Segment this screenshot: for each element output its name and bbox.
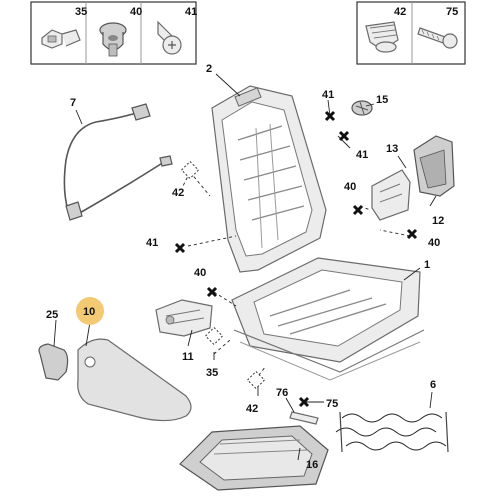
header-box-left: 35 40 41 (30, 1, 197, 65)
label-part-13: 13 (386, 143, 398, 155)
label-part-16: 16 (306, 459, 318, 471)
part-labels: 2 7 41 15 41 13 42 40 12 41 40 1 40 25 1… (46, 63, 444, 471)
header-label-42: 42 (394, 6, 406, 18)
label-part-76: 76 (276, 387, 288, 399)
seat-back-frame (211, 85, 327, 273)
label-part-7: 7 (70, 97, 76, 109)
wire-harness (63, 103, 173, 221)
label-part-42-b: 42 (246, 403, 258, 415)
recliner-bracket (371, 169, 411, 221)
plug-42-icon (365, 21, 399, 53)
label-part-10: 10 (83, 306, 95, 318)
label-part-11: 11 (182, 351, 194, 363)
label-part-40-b: 40 (428, 237, 440, 249)
label-part-41-c: 41 (146, 237, 158, 249)
label-part-40-c: 40 (194, 267, 206, 279)
side-cover (413, 135, 455, 197)
header-box-right: 42 75 (356, 1, 466, 65)
label-part-25: 25 (46, 309, 58, 321)
label-part-75: 75 (326, 398, 338, 410)
screw-41-icon (157, 20, 182, 55)
seat-springs (335, 411, 449, 453)
label-part-35: 35 (206, 367, 218, 379)
header-label-40: 40 (130, 6, 142, 18)
label-part-12: 12 (432, 215, 444, 227)
leader-lines (53, 73, 437, 461)
lower-housing (179, 425, 329, 491)
label-part-41-a: 41 (322, 89, 334, 101)
label-part-2: 2 (206, 63, 212, 75)
label-part-15: 15 (376, 94, 388, 106)
label-part-6: 6 (430, 379, 436, 391)
adjuster-knob (351, 100, 373, 116)
label-part-42-a: 42 (172, 187, 184, 199)
header-label-75: 75 (446, 6, 458, 18)
small-clip (289, 411, 319, 425)
side-handle (38, 343, 69, 381)
label-part-1: 1 (424, 259, 430, 271)
header-label-41: 41 (185, 6, 197, 18)
stud-40-icon (99, 22, 127, 57)
callout-boxes (180, 160, 266, 390)
label-part-41-b: 41 (356, 149, 368, 161)
header-label-35: 35 (75, 6, 87, 18)
hinge-bracket (155, 299, 213, 337)
label-part-40-a: 40 (344, 181, 356, 193)
bolt-75-icon (417, 27, 458, 49)
x-marker-icon (174, 110, 418, 408)
clip-35-icon (41, 29, 81, 49)
highlight-circle (76, 297, 104, 325)
side-trim-panel (77, 338, 192, 422)
seat-cushion-frame (231, 257, 425, 381)
